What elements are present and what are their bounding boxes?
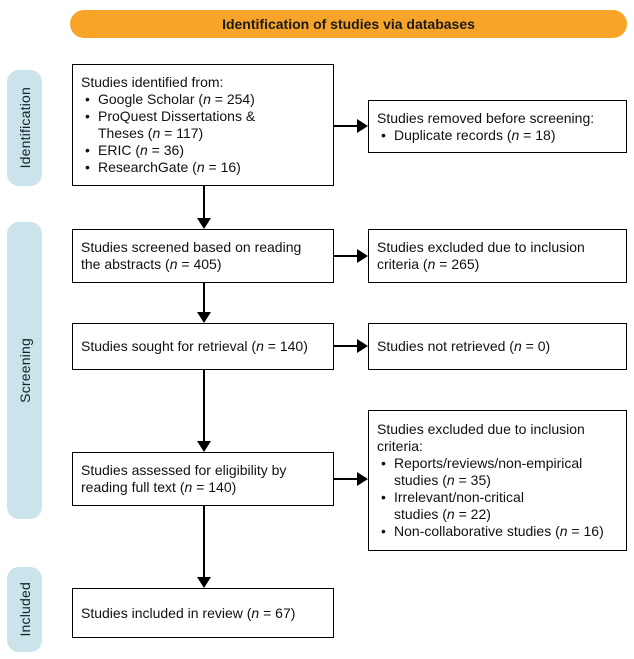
box-studies-included: Studies included in review (n = 67) <box>72 588 334 638</box>
bullet-item: Google Scholar (n = 254) <box>81 91 325 108</box>
arrow-sought-to-assessed-head-icon <box>197 441 211 452</box>
arrow-assessed-to-included-head-icon <box>197 577 211 588</box>
box-text: Studies screened based on reading the ab… <box>81 239 302 272</box>
arrow-identified-to-screened-head-icon <box>197 218 211 229</box>
arrow-sought-to-assessed-line <box>203 370 205 443</box>
box-studies-identified: Studies identified from: Google Scholar … <box>72 64 334 186</box>
banner-identification-via-databases: Identification of studies via databases <box>70 10 627 38</box>
arrow-screened-to-excluded-head-icon <box>357 249 368 263</box>
bullet-item: ProQuest Dissertations & Theses (n = 117… <box>81 108 325 142</box>
bullet-list: Duplicate records (n = 18) <box>377 127 618 144</box>
box-studies-sought: Studies sought for retrieval (n = 140) <box>72 323 334 370</box>
box-studies-assessed: Studies assessed for eligibility by read… <box>72 452 334 506</box>
box-title: Studies identified from: <box>81 74 224 90</box>
box-studies-screened: Studies screened based on reading the ab… <box>72 229 334 283</box>
stage-label-identification: Identification <box>16 87 33 169</box>
box-text: Studies not retrieved (n = 0) <box>377 338 551 354</box>
arrow-sought-to-notretrieved-line <box>334 345 358 347</box>
box-text: Studies sought for retrieval (n = 140) <box>81 338 308 354</box>
stage-label-included: Included <box>16 582 33 637</box>
arrow-assessed-to-included-line <box>203 506 205 579</box>
arrow-sought-to-notretrieved-head-icon <box>357 339 368 353</box>
box-title: Studies excluded due to inclusion criter… <box>377 421 585 454</box>
arrow-identified-to-removed-head-icon <box>357 119 368 133</box>
box-title: Studies removed before screening: <box>377 109 595 126</box>
bullet-item: Reports/reviews/non-empirical studies (n… <box>377 455 618 489</box>
box-text: Studies excluded due to inclusion criter… <box>377 239 585 272</box>
box-not-retrieved: Studies not retrieved (n = 0) <box>368 323 627 370</box>
box-text: Studies included in review (n = 67) <box>81 604 296 621</box>
bullet-item: Non-collaborative studies (n = 16) <box>377 523 618 540</box>
box-excluded-abstract: Studies excluded due to inclusion criter… <box>368 229 627 283</box>
arrow-identified-to-screened-line <box>203 186 205 220</box>
bullet-list: Reports/reviews/non-empirical studies (n… <box>377 455 618 540</box>
arrow-screened-to-sought-head-icon <box>197 312 211 323</box>
arrow-screened-to-excluded-line <box>334 255 358 257</box>
box-text: Studies assessed for eligibility by read… <box>81 462 287 495</box>
arrow-assessed-to-excluded-head-icon <box>357 472 368 486</box>
bullet-item: Duplicate records (n = 18) <box>377 127 618 144</box>
arrow-assessed-to-excluded-line <box>334 478 358 480</box>
arrow-screened-to-sought-line <box>203 283 205 314</box>
stage-bar-included: Included <box>7 567 42 652</box>
stage-bar-screening: Screening <box>7 222 42 519</box>
bullet-item: ERIC (n = 36) <box>81 142 325 159</box>
banner-label: Identification of studies via databases <box>222 16 475 32</box>
bullet-list: Google Scholar (n = 254) ProQuest Disser… <box>81 91 325 176</box>
bullet-item: Irrelevant/non-critical studies (n = 22) <box>377 489 618 523</box>
box-studies-removed: Studies removed before screening: Duplic… <box>368 100 627 153</box>
bullet-item: ResearchGate (n = 16) <box>81 159 325 176</box>
arrow-identified-to-removed-line <box>334 125 358 127</box>
stage-bar-identification: Identification <box>7 70 42 186</box>
stage-label-screening: Screening <box>16 338 33 403</box>
box-excluded-fulltext: Studies excluded due to inclusion criter… <box>368 410 627 551</box>
